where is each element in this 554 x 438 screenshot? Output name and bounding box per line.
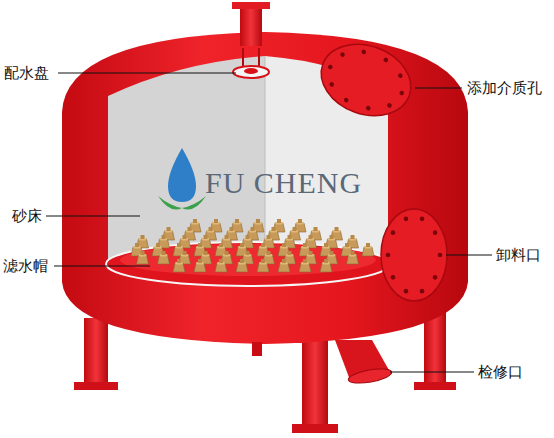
watermark-logo: [158, 148, 206, 210]
watermark: FU CHENG: [205, 166, 362, 200]
leader-lines: [46, 73, 492, 372]
filter-cap: [278, 259, 290, 272]
discharge-port: [381, 209, 447, 301]
part-label: 检修口: [478, 363, 523, 381]
part-label: 滤水帽: [3, 257, 48, 275]
media-addition-hole: [311, 32, 421, 127]
filter-cap: [331, 227, 343, 240]
part-label: 卸料口: [496, 246, 541, 264]
filter-cap: [236, 259, 248, 272]
filter-cap: [289, 227, 301, 240]
filter-cap: [362, 243, 374, 256]
filter-cap: [163, 227, 175, 240]
filter-cap: [226, 227, 238, 240]
filter-cap: [173, 259, 185, 272]
filter-cap: [320, 259, 332, 272]
filter-cap: [310, 227, 322, 240]
tank-shell: [62, 32, 468, 344]
filter-cap: [137, 251, 149, 264]
filter-cap: [184, 227, 196, 240]
inspection-port: [335, 340, 393, 386]
bottom-pipe: [252, 342, 262, 356]
filter-cap: [257, 259, 269, 272]
filter-cap: [247, 227, 259, 240]
filter-cap: [194, 259, 206, 272]
filter-cap: [158, 251, 170, 264]
part-label: 配水盘: [4, 64, 49, 82]
filter-cap: [268, 227, 280, 240]
filter-cap: [215, 259, 227, 272]
filter-cap: [347, 251, 359, 264]
part-label: 砂床: [12, 207, 42, 225]
filter-cap: [299, 259, 311, 272]
part-label: 添加介质孔: [467, 79, 542, 97]
filter-cap: [205, 227, 217, 240]
distribution-plate: [232, 2, 270, 78]
